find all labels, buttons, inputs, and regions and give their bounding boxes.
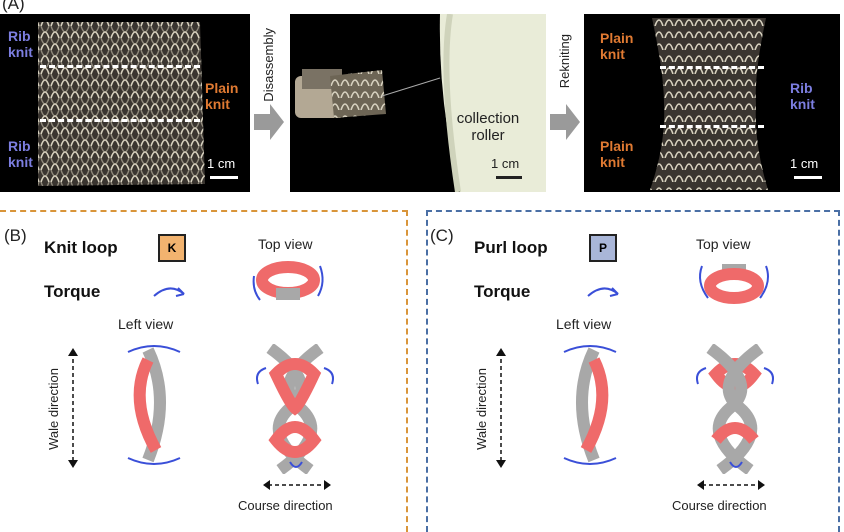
mid-scale-label: 1 cm bbox=[491, 156, 520, 171]
course-arrow-b bbox=[263, 480, 331, 490]
purl-loop-title: Purl loop bbox=[474, 238, 548, 257]
right-scale-label: 1 cm bbox=[790, 156, 819, 171]
purl-badge: P bbox=[589, 234, 617, 262]
knit-front-view bbox=[256, 344, 334, 474]
boundary-line-bottom bbox=[40, 119, 200, 122]
right-boundary-top bbox=[660, 66, 764, 69]
right-boundary-bottom bbox=[660, 125, 764, 128]
top-view-label-b: Top view bbox=[258, 236, 313, 252]
scale-bar bbox=[210, 176, 238, 179]
panel-a-letter: (A) bbox=[2, 0, 25, 13]
purl-front-view bbox=[696, 344, 774, 474]
wale-direction-c: Wale direction bbox=[474, 368, 489, 450]
course-direction-c: Course direction bbox=[672, 498, 767, 513]
torque-label-c: Torque bbox=[474, 282, 531, 301]
panel-b-letter: (B) bbox=[4, 226, 27, 245]
reknitted-fabric-graphic bbox=[650, 18, 768, 190]
torque-label-b: Torque bbox=[44, 282, 101, 301]
mid-scale-bar bbox=[496, 176, 522, 179]
scale-label: 1 cm bbox=[207, 156, 236, 171]
reknitting-label: Rekniting bbox=[557, 34, 572, 89]
knit-fabric-graphic bbox=[38, 22, 205, 186]
purl-left-view bbox=[563, 345, 617, 465]
panel-b-frame bbox=[0, 210, 408, 532]
right-scale-bar bbox=[794, 176, 822, 179]
reknitting-arrow bbox=[548, 100, 582, 149]
wale-arrow-b bbox=[68, 348, 78, 468]
disassembly-label: Disassembly bbox=[261, 28, 276, 102]
left-view-label-b: Left view bbox=[118, 316, 174, 332]
wale-arrow-c bbox=[496, 348, 506, 468]
torque-arrow-b bbox=[153, 287, 185, 297]
purl-top-view bbox=[699, 264, 769, 304]
course-arrow-c bbox=[697, 480, 765, 490]
panel-c-letter: (C) bbox=[430, 226, 454, 245]
top-view-label-c: Top view bbox=[696, 236, 751, 252]
panel-c-frame bbox=[426, 210, 840, 532]
left-view-label-c: Left view bbox=[556, 316, 612, 332]
roller-scene-graphic bbox=[295, 14, 546, 192]
knit-loop-title: Knit loop bbox=[44, 238, 118, 257]
wale-direction-b: Wale direction bbox=[46, 368, 61, 450]
knit-badge: K bbox=[158, 234, 186, 262]
torque-arrow-c bbox=[587, 287, 619, 297]
knit-top-view bbox=[252, 261, 324, 301]
disassembly-arrow bbox=[252, 100, 286, 149]
boundary-line-top bbox=[40, 65, 200, 68]
knit-left-view bbox=[127, 345, 181, 465]
course-direction-b: Course direction bbox=[238, 498, 333, 513]
